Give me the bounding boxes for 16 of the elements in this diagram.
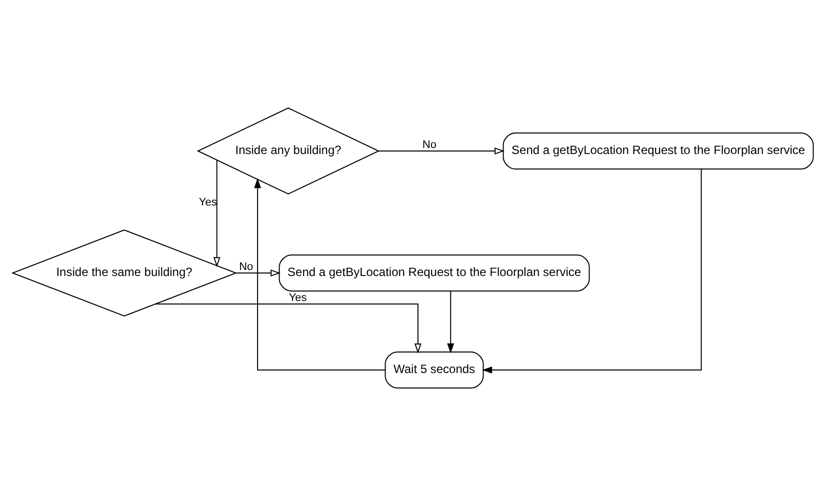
node-box: Send a getByLocation Request to the Floorplan service <box>502 132 814 169</box>
node-diamond: Inside any building? <box>196 106 380 194</box>
arrow <box>378 147 505 154</box>
edge-label: Yes <box>198 196 217 208</box>
node-box: Send a getByLocation Request to the Floorplan service <box>278 254 590 291</box>
arrow <box>447 290 454 353</box>
node-diamond: Inside the same building? <box>11 228 238 316</box>
arrow <box>254 178 386 370</box>
edge-label: Yes <box>288 291 307 304</box>
arrow <box>236 269 281 276</box>
arrow <box>213 159 220 267</box>
arrow <box>155 303 422 353</box>
arrow <box>482 168 702 373</box>
edge-label: No <box>239 260 254 272</box>
edge-label: No <box>422 138 436 150</box>
node-box: Wait 5 seconds <box>384 351 484 388</box>
